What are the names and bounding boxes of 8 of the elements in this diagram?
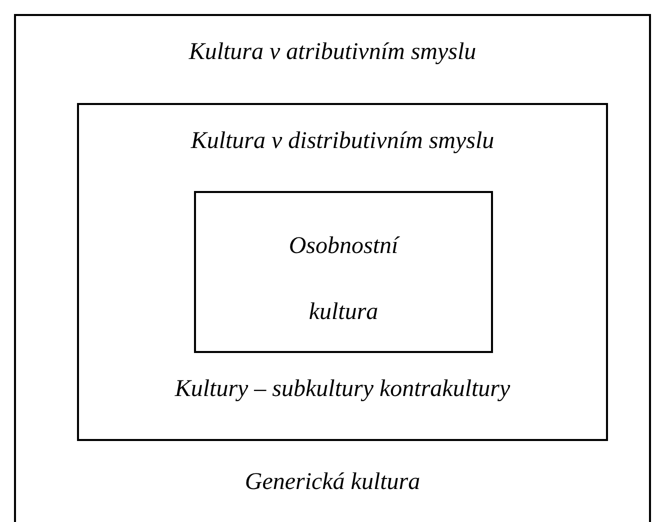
- box-label: Kultura v distributivním smyslu: [190, 127, 496, 155]
- box-label: Kultury – subkultury kontrakultury: [174, 375, 512, 403]
- middle-box: [77, 103, 608, 441]
- box-label: Kultura v atributivním smyslu: [188, 38, 478, 66]
- inner-box: [194, 191, 493, 353]
- box-label: Generická kultura: [244, 468, 422, 496]
- outer-box: [14, 14, 651, 522]
- box-label: Osobnostní kultura: [288, 232, 401, 327]
